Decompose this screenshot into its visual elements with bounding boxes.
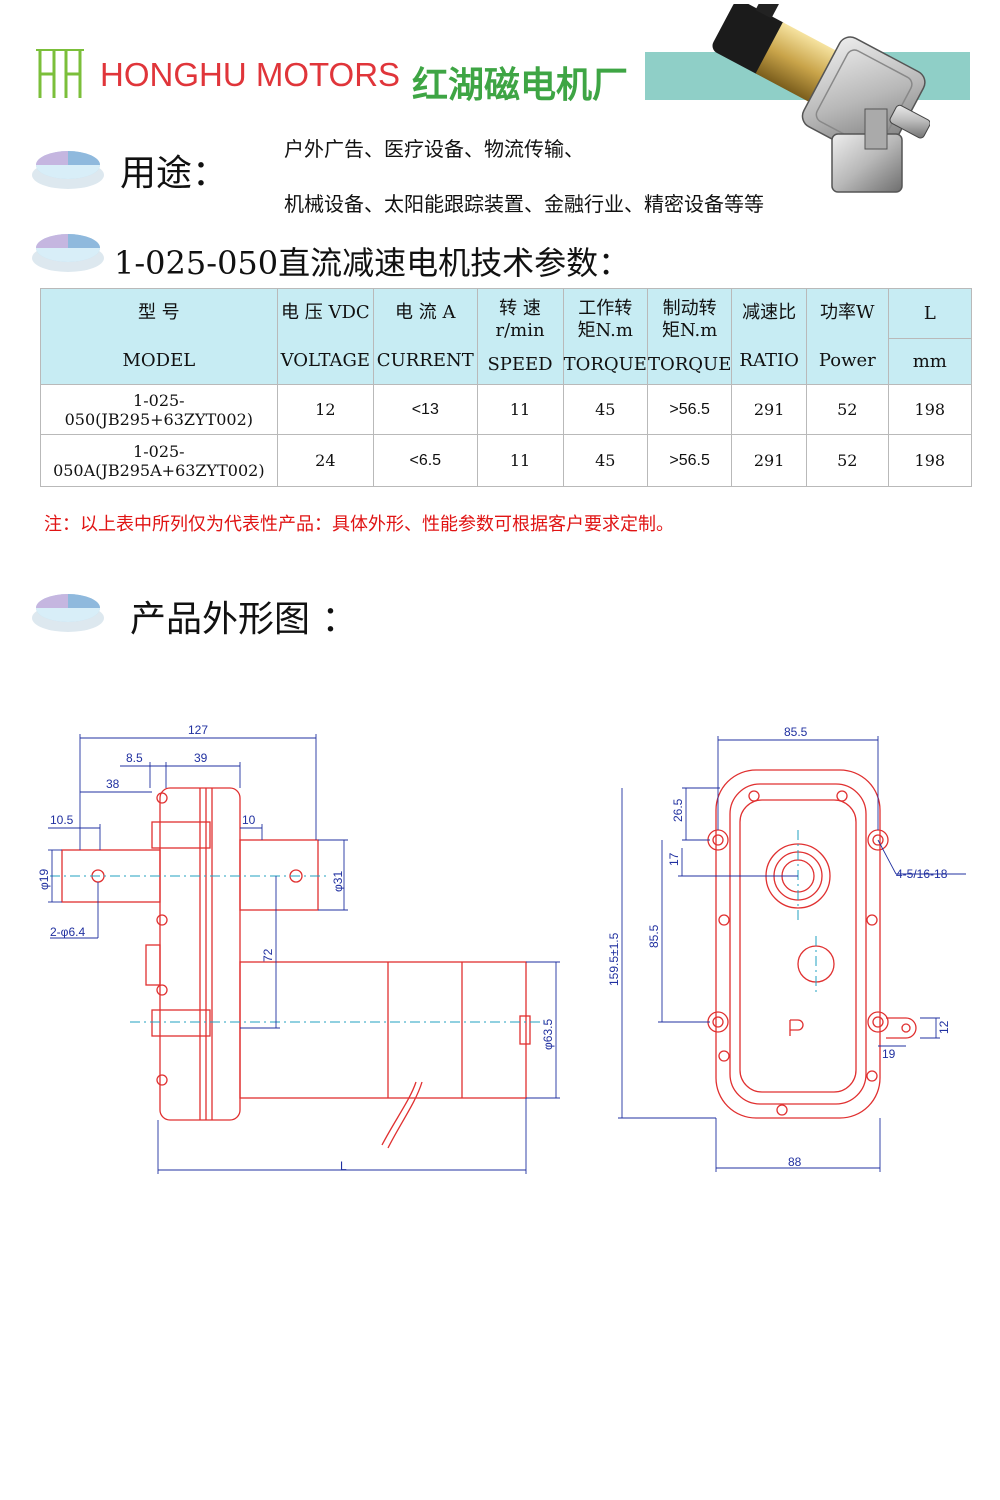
th-power: 功率W Power bbox=[805, 288, 889, 385]
cell-speed: 11 bbox=[476, 434, 564, 487]
dim-10-5: 10.5 bbox=[50, 813, 74, 827]
dim-19: 19 bbox=[882, 1047, 896, 1061]
usage-title: 用途： bbox=[120, 153, 229, 194]
usage-line-2: 机械设备、太阳能跟踪装置、金融行业、精密设备等等 bbox=[284, 192, 764, 216]
dim-phi31: φ31 bbox=[331, 871, 345, 892]
dim-127: 127 bbox=[188, 723, 208, 737]
dim-8-5: 8.5 bbox=[126, 751, 143, 765]
cell-torque: 45 bbox=[562, 434, 648, 487]
cell-length: 198 bbox=[887, 384, 973, 435]
brand-name-cn: 红湖磁电机厂 bbox=[412, 65, 629, 106]
table-row: 1-025-050A(JB295A+63ZYT002) 24 <6.5 11 4… bbox=[40, 434, 973, 487]
specs-title: 1-025-050直流减速电机技术参数： bbox=[114, 244, 631, 282]
cell-model: 1-025-050(JB295+63ZYT002) bbox=[40, 384, 278, 435]
section-icon bbox=[32, 151, 104, 189]
cell-brake: >56.5 bbox=[646, 434, 733, 487]
cell-power: 52 bbox=[805, 434, 889, 487]
brand-name: HONGHU MOTORS bbox=[100, 56, 401, 93]
th-length-unit: mm bbox=[887, 338, 973, 385]
dim-12: 12 bbox=[937, 1020, 951, 1034]
section-icon bbox=[32, 234, 104, 272]
th-current: 电 流 A CURRENT bbox=[373, 288, 478, 385]
cell-voltage: 24 bbox=[276, 434, 375, 487]
usage-line-1: 户外广告、医疗设备、物流传输、 bbox=[284, 137, 584, 161]
dim-phi63-5: φ63.5 bbox=[541, 1019, 555, 1050]
cell-brake: >56.5 bbox=[646, 384, 733, 435]
dim-17: 17 bbox=[667, 852, 681, 866]
th-length: L bbox=[887, 288, 973, 339]
th-brake-torque: 制动转 矩N.m TORQUE bbox=[646, 288, 733, 385]
dim-10: 10 bbox=[242, 813, 256, 827]
cell-ratio: 291 bbox=[731, 434, 807, 487]
dim-26-5: 26.5 bbox=[671, 798, 685, 822]
dim-85-5-top: 85.5 bbox=[784, 725, 808, 739]
front-view-drawing: 85.5 4-5/16-18 19 88 26.5 17 159.5±1.5 8… bbox=[607, 725, 966, 1172]
cell-current: <6.5 bbox=[373, 434, 478, 487]
table-row: 1-025-050(JB295+63ZYT002) 12 <13 11 45 >… bbox=[40, 384, 973, 435]
section-icon bbox=[32, 594, 104, 632]
dim-39: 39 bbox=[194, 751, 208, 765]
honghu-logo-icon bbox=[36, 49, 84, 98]
dim-thread: 4-5/16-18 bbox=[896, 867, 948, 881]
outline-title: 产品外形图 ： bbox=[130, 599, 358, 640]
th-ratio: 减速比 RATIO bbox=[731, 288, 807, 385]
th-model: 型 号 MODEL bbox=[40, 288, 278, 385]
dim-L: L bbox=[340, 1159, 347, 1173]
dim-phi19: φ19 bbox=[37, 869, 51, 890]
cell-length: 198 bbox=[887, 434, 973, 487]
cell-voltage: 12 bbox=[276, 384, 375, 435]
cell-power: 52 bbox=[805, 384, 889, 435]
cell-ratio: 291 bbox=[731, 384, 807, 435]
spec-note: 注：以上表中所列仅为代表性产品：具体外形、性能参数可根据客户要求定制。 bbox=[44, 514, 674, 535]
dim-88: 88 bbox=[788, 1155, 802, 1169]
dim-hole: 2-φ6.4 bbox=[50, 925, 85, 939]
th-speed: 转 速 r/min SPEED bbox=[476, 288, 564, 385]
spec-table: 型 号 MODEL 电 压 VDC VOLTAGE 电 流 A CURRENT … bbox=[40, 288, 973, 487]
dim-159-5: 159.5±1.5 bbox=[607, 932, 621, 986]
dim-72: 72 bbox=[261, 948, 275, 962]
motor-product-photo bbox=[712, 4, 930, 193]
th-torque: 工作转 矩N.m TORQUE bbox=[562, 288, 648, 385]
cell-torque: 45 bbox=[562, 384, 648, 435]
dim-85-5-vertical: 85.5 bbox=[647, 924, 661, 948]
cell-model: 1-025-050A(JB295A+63ZYT002) bbox=[40, 434, 278, 487]
cell-speed: 11 bbox=[476, 384, 564, 435]
side-view-drawing: 127 8.5 39 38 10.5 10 2-φ6.4 L φ19 φ31 7… bbox=[37, 723, 560, 1174]
cell-current: <13 bbox=[373, 384, 478, 435]
th-voltage: 电 压 VDC VOLTAGE bbox=[276, 288, 375, 385]
dim-38: 38 bbox=[106, 777, 120, 791]
